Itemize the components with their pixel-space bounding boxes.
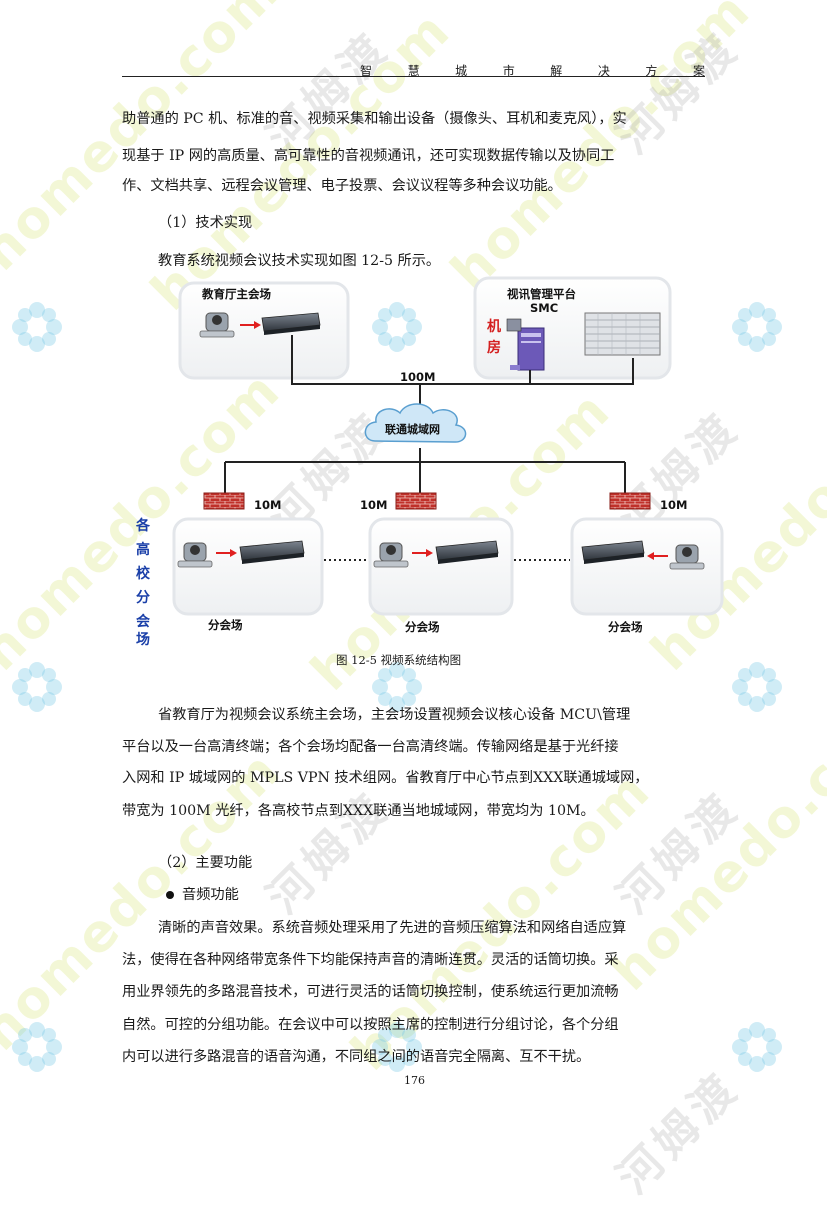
header-char: 慧 bbox=[407, 64, 420, 78]
svg-text:分: 分 bbox=[136, 590, 150, 606]
body-line: 法，使得在各种网络带宽条件下均能保持声音的清晰连贯。灵活的话筒切换。采 bbox=[122, 952, 619, 968]
machine-room-char: 机 bbox=[487, 318, 501, 335]
body-line: 带宽为 100M 光纤，各高校节点到XXX联通当地城域网，带宽均为 10M。 bbox=[122, 803, 595, 819]
branch-label: 分会场 bbox=[405, 620, 440, 634]
body-line: 自然。可控的分组功能。在会议中可以按照主席的控制进行分组讨论，各个分组 bbox=[122, 1017, 619, 1033]
svg-text:会: 会 bbox=[136, 613, 151, 630]
codec-terminal-icon bbox=[581, 540, 645, 564]
header-char: 智 bbox=[360, 64, 373, 78]
firewall-icon bbox=[203, 492, 245, 510]
branch-venue-box bbox=[368, 517, 514, 616]
branch-label: 分会场 bbox=[208, 618, 243, 632]
branch-bandwidth: 10M bbox=[660, 498, 687, 512]
body-line: 清晰的声音效果。系统音频处理采用了先进的音频压缩算法和网络自适应算 bbox=[158, 920, 627, 936]
header-char: 解 bbox=[550, 64, 563, 78]
flower-watermark-icon bbox=[732, 302, 782, 352]
page-number: 176 bbox=[404, 1074, 425, 1087]
watermark-cn: 河姆渡 bbox=[607, 21, 750, 164]
flower-watermark-icon bbox=[12, 302, 62, 352]
flower-watermark-icon bbox=[732, 1022, 782, 1072]
watermark-cn: 河姆渡 bbox=[257, 21, 400, 164]
body-line: 现基于 IP 网的高质量、高可靠性的音视频通讯，还可实现数据传输以及协同工 bbox=[122, 148, 615, 164]
header-char: 方 bbox=[645, 64, 658, 78]
camera-icon bbox=[669, 544, 705, 570]
watermark-homedo: homedo.com bbox=[0, 0, 293, 283]
main-venue-box: 教育厅主会场 bbox=[178, 281, 350, 380]
codec-terminal-icon bbox=[239, 540, 305, 564]
body-line: 助普通的 PC 机、标准的音、视频采集和输出设备（摄像头、耳机和麦克风），实 bbox=[122, 111, 627, 127]
header-char: 决 bbox=[597, 64, 610, 78]
backbone-lines bbox=[224, 335, 634, 493]
flower-watermark-icon bbox=[12, 1022, 62, 1072]
svg-text:场: 场 bbox=[136, 632, 150, 648]
body-line: 入网和 IP 城域网的 MPLS VPN 技术组网。省教育厅中心节点到XXX联通… bbox=[122, 770, 649, 786]
flower-watermark-icon bbox=[732, 662, 782, 712]
platform-title: 视讯管理平台 bbox=[507, 287, 576, 301]
flower-watermark-icon bbox=[12, 662, 62, 712]
cloud-label: 联通城域网 bbox=[385, 422, 440, 436]
body-line: 内可以进行多路混音的语音沟通，不同组之间的语音完全隔离、互不干扰。 bbox=[122, 1049, 591, 1065]
codec-terminal-icon bbox=[261, 312, 321, 335]
network-diagram: 教育厅主会场 视讯管理平台 SMC 机 房 bbox=[135, 276, 724, 648]
header-char: 城 bbox=[455, 64, 468, 78]
branch-label: 分会场 bbox=[608, 620, 643, 634]
machine-room-char: 房 bbox=[487, 339, 501, 356]
camera-icon bbox=[177, 542, 213, 568]
bullet-dot-icon bbox=[166, 891, 174, 899]
watermark-cn: 河姆渡 bbox=[607, 781, 750, 924]
branch-bandwidth: 10M bbox=[360, 498, 387, 512]
header-rule bbox=[122, 76, 705, 77]
rack-server-icon bbox=[584, 312, 661, 356]
side-label: 各 高 校 分 会 场 bbox=[135, 517, 151, 648]
header-char: 案 bbox=[692, 64, 705, 78]
cloud-icon: 联通城域网 bbox=[364, 403, 467, 443]
svg-text:校: 校 bbox=[136, 565, 151, 582]
watermark-homedo: homedo.com bbox=[600, 680, 827, 1003]
body-line: 作、文档共享、远程会议管理、电子投票、会议议程等多种会议功能。 bbox=[122, 178, 562, 194]
camera-icon bbox=[373, 542, 409, 568]
bullet-item: 音频功能 bbox=[166, 884, 239, 904]
camera-icon bbox=[199, 312, 235, 338]
branch-bandwidth: 10M bbox=[254, 498, 281, 512]
backbone-bandwidth: 100M bbox=[400, 370, 435, 384]
firewall-icon bbox=[609, 492, 651, 510]
watermark-cn: 河姆渡 bbox=[257, 781, 400, 924]
header-char: 市 bbox=[502, 64, 515, 78]
body-line: 省教育厅为视频会议系统主会场，主会场设置视频会议核心设备 MCU\管理 bbox=[158, 707, 631, 723]
platform-box: 视讯管理平台 SMC 机 房 bbox=[473, 276, 672, 380]
firewall-icon bbox=[395, 492, 437, 510]
section-heading: （1）技术实现 bbox=[158, 215, 253, 231]
svg-text:高: 高 bbox=[136, 541, 150, 558]
body-line: 用业界领先的多路混音技术，可进行灵活的话筒切换控制，使系统运行更加流畅 bbox=[122, 984, 619, 1000]
branch-venue-box bbox=[570, 517, 724, 616]
running-header: 智 慧 城 市 解 决 方 案 bbox=[360, 62, 705, 79]
body-line: 平台以及一台高清终端；各个会场均配备一台高清终端。传输网络是基于光纤接 bbox=[122, 739, 619, 755]
section-heading: （2）主要功能 bbox=[158, 855, 253, 871]
platform-sub: SMC bbox=[530, 301, 558, 315]
branch-venue-box bbox=[172, 517, 324, 616]
codec-terminal-icon bbox=[435, 540, 499, 564]
main-venue-label: 教育厅主会场 bbox=[201, 287, 271, 301]
svg-text:各: 各 bbox=[135, 517, 151, 534]
watermark-cn: 河姆渡 bbox=[607, 1061, 750, 1204]
server-tower-icon bbox=[506, 318, 545, 371]
figure-intro: 教育系统视频会议技术实现如图 12-5 所示。 bbox=[158, 253, 441, 269]
figure-caption: 图 12-5 视频系统结构图 bbox=[336, 653, 462, 667]
